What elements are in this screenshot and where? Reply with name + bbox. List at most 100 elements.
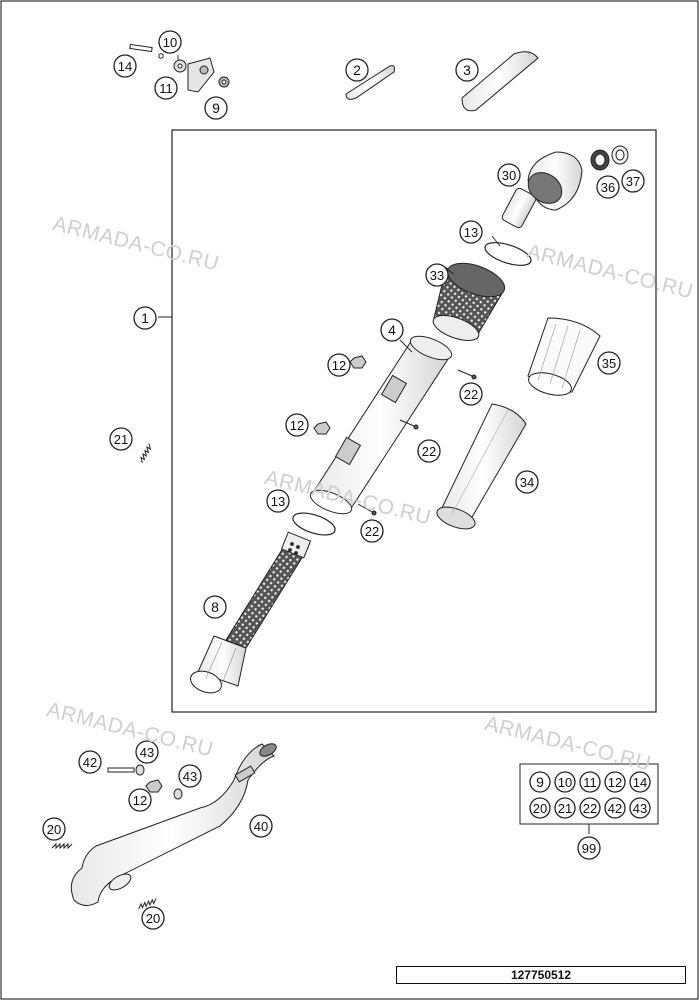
callout-42-27: 42 (78, 750, 102, 774)
svg-text:2: 2 (353, 62, 361, 78)
callout-43-29: 43 (178, 764, 202, 788)
callout-22-18: 22 (417, 439, 441, 463)
svg-text:42: 42 (608, 801, 622, 816)
callout-22-17: 22 (459, 382, 483, 406)
svg-text:22: 22 (583, 801, 597, 816)
svg-text:37: 37 (626, 174, 640, 189)
kit-item-9: 9 (529, 771, 551, 793)
header-hardware (107, 764, 183, 800)
svg-text:36: 36 (601, 180, 615, 195)
inner-pipe-insert (190, 531, 312, 694)
callout-37-25: 37 (621, 169, 645, 193)
nut-lower (313, 421, 331, 435)
kit-item-20: 20 (529, 797, 551, 819)
callout-20-14: 20 (42, 817, 66, 841)
gasket-ring-lower (292, 512, 336, 536)
callout-13-11: 13 (459, 220, 483, 244)
svg-text:4: 4 (388, 322, 396, 338)
heat-shield-small (345, 65, 395, 100)
svg-text:3: 3 (463, 62, 471, 78)
gasket-ring-upper (484, 242, 532, 266)
callout-35-23: 35 (597, 351, 621, 375)
svg-text:42: 42 (83, 755, 97, 770)
drawing-number: 127750512 (396, 966, 686, 984)
callout-11-7: 11 (154, 76, 178, 100)
svg-text:22: 22 (365, 524, 379, 539)
kit-item-10: 10 (554, 771, 576, 793)
callout-12-10: 12 (128, 788, 152, 812)
callout-34-22: 34 (515, 470, 539, 494)
springs (51, 443, 157, 910)
svg-text:10: 10 (163, 35, 177, 50)
svg-text:9: 9 (212, 100, 220, 116)
svg-text:21: 21 (558, 801, 572, 816)
callout-10-6: 10 (158, 30, 182, 54)
callout-4-3: 4 (380, 318, 404, 342)
callout-12-8: 12 (327, 353, 351, 377)
svg-text:43: 43 (183, 769, 197, 784)
kit-item-11: 11 (579, 771, 601, 793)
end-cap-assembly (501, 145, 629, 229)
svg-text:43: 43 (633, 801, 647, 816)
kit-item-42: 42 (604, 797, 626, 819)
svg-text:20: 20 (47, 822, 61, 837)
svg-text:30: 30 (502, 168, 516, 183)
callout-33-21: 33 (425, 263, 449, 287)
svg-text:12: 12 (133, 793, 147, 808)
callout-43-28: 43 (135, 740, 159, 764)
kit-item-14: 14 (629, 771, 651, 793)
svg-text:12: 12 (608, 775, 622, 790)
svg-text:12: 12 (290, 418, 304, 433)
svg-text:14: 14 (118, 59, 132, 74)
svg-text:43: 43 (140, 745, 154, 760)
nut-upper (349, 355, 367, 369)
callout-13-12: 13 (266, 489, 290, 513)
heat-shield-large (461, 51, 539, 112)
callout-12-9: 12 (285, 413, 309, 437)
callout-1-0: 1 (133, 306, 157, 330)
callout-2-1: 2 (345, 58, 369, 82)
svg-text:22: 22 (464, 387, 478, 402)
svg-text:9: 9 (536, 774, 544, 790)
callout-8-4: 8 (203, 595, 227, 619)
callout-21-16: 21 (109, 427, 133, 451)
svg-text:20: 20 (533, 801, 547, 816)
svg-text:22: 22 (422, 444, 436, 459)
callout-30-20: 30 (497, 163, 521, 187)
callout-20-15: 20 (141, 906, 165, 930)
mount-hardware-group (129, 43, 230, 93)
svg-text:13: 13 (464, 225, 478, 240)
svg-text:12: 12 (332, 358, 346, 373)
svg-text:35: 35 (602, 356, 616, 371)
svg-text:21: 21 (114, 432, 128, 447)
svg-text:34: 34 (520, 475, 534, 490)
svg-text:99: 99 (582, 841, 596, 856)
callout-40-26: 40 (249, 814, 273, 838)
svg-text:13: 13 (271, 494, 285, 509)
silencer-body (309, 335, 453, 515)
callout-22-19: 22 (360, 519, 384, 543)
svg-text:33: 33 (430, 268, 444, 283)
svg-text:10: 10 (558, 775, 572, 790)
svg-text:8: 8 (211, 599, 219, 615)
callout-14-13: 14 (113, 54, 137, 78)
callout-3-2: 3 (455, 58, 479, 82)
svg-text:11: 11 (159, 81, 173, 96)
callout-36-24: 36 (596, 175, 620, 199)
svg-text:14: 14 (633, 775, 647, 790)
kit-item-43: 43 (629, 797, 651, 819)
kit-item-21: 21 (554, 797, 576, 819)
header-pipe (70, 743, 277, 906)
kit-item-12: 12 (604, 771, 626, 793)
assembly-box (171, 129, 657, 713)
svg-text:1: 1 (141, 310, 149, 326)
svg-text:11: 11 (583, 775, 597, 790)
svg-text:20: 20 (146, 911, 160, 926)
callout-99-30: 99 (577, 836, 601, 860)
kit-item-22: 22 (579, 797, 601, 819)
svg-text:40: 40 (254, 819, 268, 834)
